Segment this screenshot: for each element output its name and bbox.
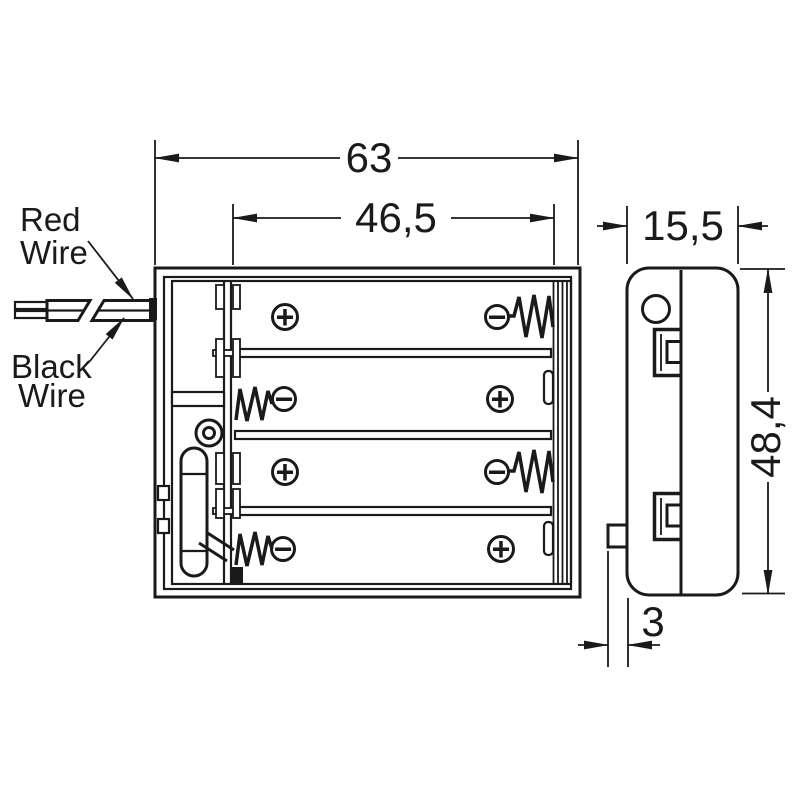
minus-terminal-symbol: −	[274, 531, 293, 567]
clip-outline	[652, 327, 682, 378]
dimension-compartment-width: 46,5	[232, 194, 555, 265]
channel-slot	[179, 446, 209, 578]
red-wire-label-line1: Red	[20, 201, 81, 238]
dimension-text-3: 3	[641, 598, 664, 645]
bare-wire-end-bottom	[13, 309, 49, 320]
bare-wire-end-top	[13, 300, 49, 311]
plus-terminal-symbol: +	[491, 381, 510, 417]
black-wire-label-line1: Black	[11, 348, 92, 385]
wire-route-line	[205, 530, 235, 552]
red-wire-label-line2: Wire	[20, 234, 88, 271]
contact-nub	[542, 369, 555, 406]
black-wire-label-line2: Wire	[18, 377, 86, 414]
contact-nub	[542, 520, 555, 557]
side-view	[606, 266, 740, 597]
front-view: + − − + + − − +	[149, 266, 582, 599]
minus-terminal-icon	[271, 386, 297, 412]
plus-terminal-icon	[271, 303, 299, 331]
spring-icon	[508, 449, 555, 494]
dimension-text-48-4: 48,4	[742, 396, 789, 478]
black-wire-label: Black Wire	[11, 317, 125, 414]
plus-terminal-symbol: +	[276, 454, 295, 490]
dimension-text-63: 63	[346, 134, 393, 181]
wire-route-line	[198, 541, 228, 563]
plus-terminal-icon	[271, 458, 299, 486]
battery-slot-2: − +	[234, 381, 514, 422]
clip-outline	[652, 491, 682, 542]
wire-entry-block	[149, 298, 157, 320]
screw-boss-icon	[194, 418, 224, 448]
minus-terminal-icon	[270, 536, 296, 562]
plus-terminal-icon	[486, 385, 514, 413]
slot-divider	[233, 429, 553, 441]
spring-icon	[234, 386, 274, 422]
dimension-text-15-5: 15,5	[642, 202, 724, 249]
compartment-wall	[170, 279, 573, 586]
screw-boss-icon	[202, 426, 216, 440]
battery-slot-3: + −	[271, 449, 555, 494]
plus-terminal-symbol: +	[276, 299, 295, 335]
wall-tab	[156, 484, 171, 502]
spring-icon	[234, 531, 274, 567]
minus-terminal-symbol: −	[488, 299, 507, 335]
plus-terminal-symbol: +	[492, 531, 511, 567]
snap-clip-bottom	[652, 491, 683, 542]
contact-block	[230, 567, 243, 584]
dimension-side-width: 15,5	[597, 202, 768, 264]
minus-terminal-symbol: −	[488, 454, 507, 490]
dimension-tab-offset: 3	[578, 551, 665, 667]
clip-window	[665, 340, 683, 364]
battery-slot-4: − +	[234, 531, 515, 567]
plus-terminal-icon	[487, 535, 515, 563]
black-wire-leader-arrow	[89, 317, 125, 362]
wall-tab	[156, 517, 171, 535]
wire-leads	[13, 299, 159, 322]
wire-channel	[149, 298, 235, 578]
mounting-hole-icon	[641, 294, 671, 324]
dimension-text-46-5: 46,5	[355, 194, 437, 241]
partition-tabs	[215, 284, 241, 519]
battery-slot-1: + −	[271, 294, 555, 339]
minus-terminal-symbol: −	[275, 381, 294, 417]
slot-divider	[233, 347, 553, 359]
red-wire-leader-arrow	[87, 240, 134, 300]
spring-icon	[508, 294, 555, 339]
dimension-overall-width: 63	[154, 134, 579, 265]
slot-divider	[233, 505, 553, 517]
channel-crossbar	[170, 390, 226, 408]
snap-clip-top	[652, 327, 683, 378]
clip-window	[665, 503, 683, 528]
dimension-overall-height: 48,4	[740, 268, 789, 595]
red-wire-label: Red Wire	[20, 201, 134, 300]
